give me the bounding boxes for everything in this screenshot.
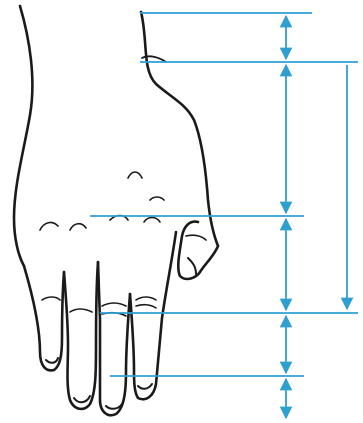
wrist-left-contour	[14, 6, 32, 266]
ring-finger-nail	[74, 396, 90, 402]
little-knuckle-crease	[42, 297, 60, 300]
ring-finger-contour	[64, 262, 98, 409]
index-knuckle-crease	[136, 297, 156, 308]
thumb-knuckle-line	[186, 235, 206, 240]
wrist-right-contour	[141, 12, 218, 246]
little-finger-contour	[24, 266, 64, 370]
hand-illustration	[14, 6, 218, 415]
middle-finger-contour	[98, 262, 130, 415]
ring-knuckle-crease	[70, 309, 92, 312]
index-finger-contour	[130, 232, 176, 399]
middle-knuckle-crease	[102, 303, 126, 316]
knuckle-detail-lines	[40, 172, 164, 230]
thumb-nail	[188, 258, 196, 274]
measurement-overlay	[90, 13, 358, 418]
little-finger-nail	[46, 358, 58, 363]
index-finger-nail	[138, 384, 152, 389]
